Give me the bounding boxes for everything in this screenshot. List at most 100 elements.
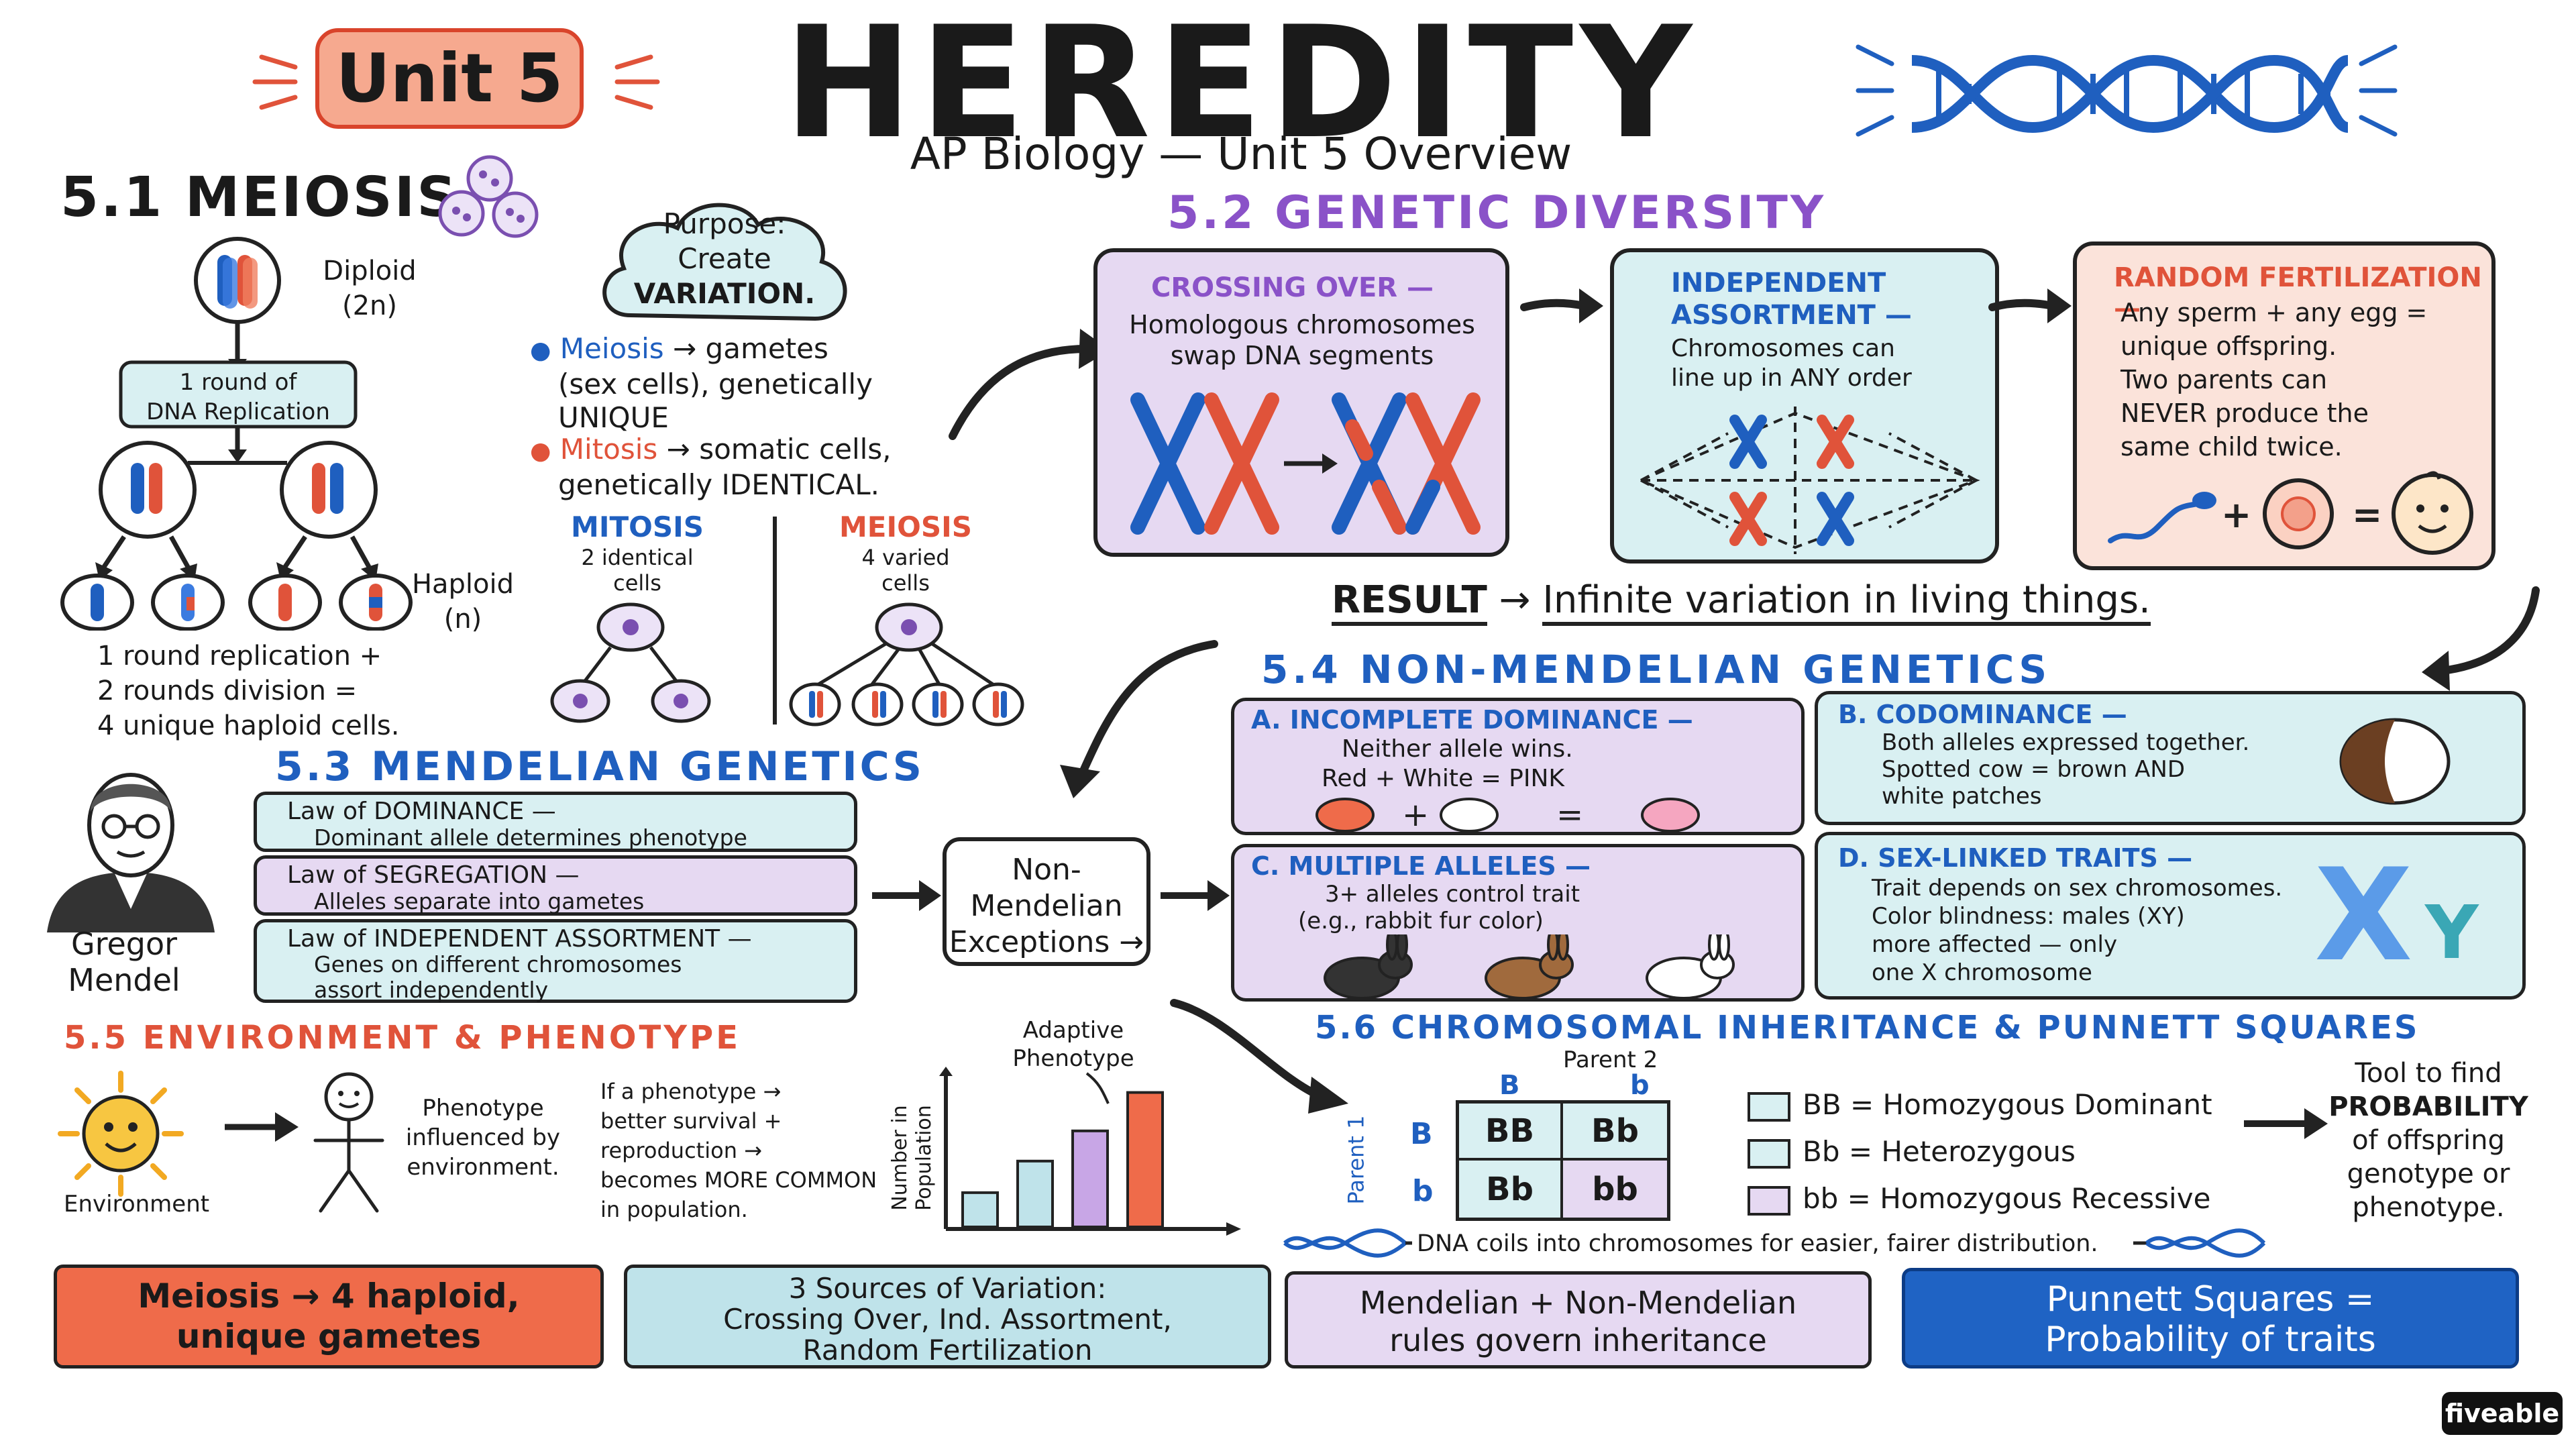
- tool-line2: PROBABILITY: [2328, 1091, 2528, 1122]
- random-text5: same child twice.: [2121, 432, 2343, 462]
- adaptive-line1: Adaptive: [1022, 1017, 1124, 1044]
- d-text4: one X chromosome: [1872, 959, 2092, 986]
- summary-box-rules: Mendelian + Non-Mendelian rules govern i…: [1285, 1271, 1872, 1368]
- random-fertilization-card: RANDOM FERTILIZATION — Any sperm + any e…: [2073, 241, 2496, 570]
- selection-text: If a phenotype → better survival + repro…: [600, 1077, 877, 1224]
- law1-title: Law of DOMINANCE —: [287, 798, 556, 825]
- legend-item: Bb = Heterozygous: [1748, 1128, 2212, 1175]
- indep-title-line2: ASSORTMENT —: [1671, 300, 1912, 331]
- arrow-to-nonmendelian-cards-icon: [1161, 880, 1230, 911]
- indep-title: INDEPENDENT ASSORTMENT —: [1671, 267, 1912, 331]
- law1-text: Dominant allele determines phenotype: [314, 824, 747, 851]
- b-text1: Both alleles expressed together.: [1882, 729, 2250, 756]
- selection-text5: in population.: [600, 1197, 748, 1222]
- page-title: HEREDITY: [784, 0, 1699, 173]
- summary2-line2: Crossing Over, Ind. Assortment,: [723, 1303, 1172, 1336]
- fertilization-equation: + =: [2108, 471, 2473, 555]
- environment-label: Environment: [64, 1191, 210, 1218]
- sex-linked-card: D. SEX-LINKED TRAITS — Trait depends on …: [1815, 832, 2526, 1000]
- curve-arrow-icon: [949, 329, 1110, 440]
- summary1-line2: unique gametes: [176, 1317, 482, 1356]
- diversity-section-title: 5.2 GENETIC DIVERSITY: [1167, 186, 1827, 239]
- selection-text3: reproduction →: [600, 1138, 762, 1163]
- result-line: RESULT → Infinite variation in living th…: [1332, 577, 2151, 626]
- punnett-cell: bb: [1563, 1161, 1667, 1218]
- row-header-1: B: [1410, 1117, 1433, 1151]
- mendel-portrait-icon: [47, 773, 215, 932]
- meiosis-bullet-text2: (sex cells), genetically: [558, 368, 873, 400]
- b-title: B. CODOMINANCE —: [1838, 700, 2127, 729]
- incomplete-dominance-card: A. INCOMPLETE DOMINANCE — Neither allele…: [1231, 698, 1805, 835]
- b-text2: Spotted cow = brown AND: [1882, 756, 2185, 783]
- purpose-line1: Purpose:: [663, 207, 786, 240]
- unit-badge: Unit 5: [315, 28, 584, 129]
- mitosis-compare: MITOSIS 2 identical cells: [564, 510, 711, 596]
- indep-text-line2: line up in ANY order: [1671, 364, 1912, 392]
- selection-text1: If a phenotype →: [600, 1079, 782, 1104]
- cells-cluster-icon: [438, 155, 539, 238]
- d-text1: Trait depends on sex chromosomes.: [1872, 875, 2283, 902]
- d-text2: Color blindness: males (XY): [1872, 903, 2185, 930]
- diploid-2n-text: (2n): [341, 290, 397, 321]
- codominance-circle-icon: [2339, 718, 2451, 805]
- b-text3: white patches: [1882, 783, 2042, 810]
- nonmend-line2: Mendelian: [970, 889, 1123, 923]
- bar-4: [1126, 1091, 1164, 1228]
- arrow-to-nonmendelian-icon: [872, 880, 941, 911]
- purpose-line3: VARIATION.: [633, 277, 816, 310]
- tool-line1: Tool to find: [2355, 1058, 2502, 1089]
- brand-logo: fiveable: [2442, 1392, 2563, 1435]
- law-independent-card: Law of INDEPENDENT ASSORTMENT — Genes on…: [254, 919, 857, 1003]
- tool-line5: phenotype.: [2352, 1192, 2505, 1223]
- legend-item: BB = Homozygous Dominant: [1748, 1081, 2212, 1128]
- summary-box-punnett: Punnett Squares = Probability of traits: [1902, 1268, 2519, 1368]
- adaptive-line2: Phenotype: [1012, 1045, 1134, 1072]
- nonmend-line1: Non-: [1012, 853, 1081, 887]
- page-subtitle: AP Biology — Unit 5 Overview: [910, 128, 1572, 180]
- diploid-label: Diploid (2n): [319, 254, 420, 323]
- punnett-cell: BB: [1459, 1104, 1563, 1161]
- meiosis-compare-label: MEIOSIS: [839, 511, 972, 543]
- mitosis-compare-sub2: cells: [613, 570, 661, 596]
- d-text3: more affected — only: [1872, 931, 2118, 958]
- sun-icon: [58, 1071, 184, 1197]
- svg-text:=: =: [1556, 796, 1583, 834]
- a-title: A. INCOMPLETE DOMINANCE —: [1251, 705, 1693, 735]
- sperm-icon: [2108, 501, 2200, 543]
- a-text1: Neither allele wins.: [1342, 735, 1573, 763]
- meiosis-compare-sub2: cells: [881, 570, 930, 596]
- meiosis-bullet: ● Meiosis → gametes (sex cells), genetic…: [530, 332, 906, 435]
- incomplete-dominance-dots: + =: [1316, 796, 1700, 834]
- law2-text: Alleles separate into gametes: [314, 888, 645, 914]
- crossing-over-text1: Homologous chromosomes: [1129, 310, 1475, 339]
- random-text2: unique offspring.: [2121, 331, 2337, 361]
- indep-text-line1: Chromosomes can: [1671, 335, 1895, 362]
- law3-title: Law of INDEPENDENT ASSORTMENT —: [287, 925, 752, 953]
- meiosis-summary-text: 1 round replication + 2 rounds division …: [97, 639, 400, 743]
- replication-label: 1 round of DNA Replication: [121, 368, 356, 427]
- replication-line1: 1 round of: [179, 369, 297, 396]
- summary3-line2: rules govern inheritance: [1389, 1322, 1767, 1358]
- nonmend-line3: Exceptions →: [949, 925, 1144, 959]
- genotype-legend: BB = Homozygous Dominant Bb = Heterozygo…: [1748, 1081, 2212, 1222]
- selection-text2: better survival +: [600, 1108, 782, 1134]
- dna-small-icon: [1283, 1228, 1412, 1258]
- law3-text: Genes on different chromosomes assort in…: [314, 952, 682, 1003]
- result-text: Infinite variation in living things.: [1542, 578, 2151, 626]
- environment-section-title: 5.5 ENVIRONMENT & PHENOTYPE: [64, 1019, 741, 1057]
- law-dominance-card: Law of DOMINANCE — Dominant allele deter…: [254, 792, 857, 852]
- mitosis-compare-sub1: 2 identical: [581, 545, 694, 570]
- random-text1: Any sperm + any egg =: [2121, 298, 2428, 327]
- meiosis-section-title: 5.1 MEIOSIS: [60, 166, 459, 229]
- mendel-name-line2: Mendel: [68, 962, 180, 998]
- mendelian-section-title: 5.3 MENDELIAN GENETICS: [275, 743, 925, 790]
- legend1-text: BB = Homozygous Dominant: [1803, 1088, 2212, 1121]
- summary-box-meiosis: Meiosis → 4 haploid, unique gametes: [54, 1265, 604, 1368]
- result-arrow-icon: →: [1499, 578, 1543, 622]
- mitosis-meiosis-cells: [550, 517, 1024, 727]
- mendel-name: Gregor Mendel: [40, 926, 208, 998]
- stick-figure-icon: [313, 1072, 384, 1213]
- y-chromosome-label: Y: [2425, 890, 2479, 975]
- indep-text: Chromosomes can line up in ANY order: [1671, 334, 1912, 393]
- haploid-label: Haploid (n): [409, 567, 517, 637]
